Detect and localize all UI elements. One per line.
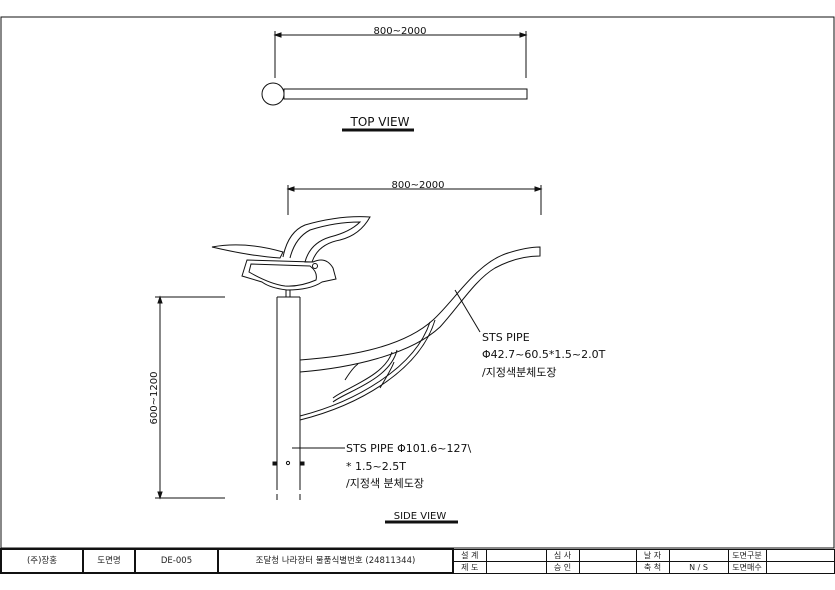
category-label: 도면구분 bbox=[727, 548, 767, 562]
post bbox=[276, 296, 301, 500]
post-note-line3: /지정색 분체도장 bbox=[346, 477, 424, 490]
scale-value: N / S bbox=[668, 560, 729, 574]
drawing-name-label: 도면명 bbox=[82, 548, 136, 574]
top-view bbox=[261, 31, 528, 132]
arm-note-line3: /지정색분체도장 bbox=[482, 366, 557, 379]
top-view-dimension: 800~2000 bbox=[374, 26, 427, 37]
post-rod bbox=[285, 289, 291, 298]
review-value bbox=[578, 548, 637, 562]
arm-brace bbox=[299, 319, 436, 421]
top-view-arm bbox=[283, 88, 528, 100]
top-view-title: TOP VIEW bbox=[349, 115, 409, 129]
title-block: (주)장홍 도면명 DE-005 조달청 나라장터 물품식별번호 (248113… bbox=[0, 548, 835, 574]
side-width-dimension: 800~2000 bbox=[392, 180, 445, 191]
sheets-label: 도면매수 bbox=[727, 560, 767, 574]
arm-pipe bbox=[299, 246, 541, 373]
scale-label: 축 척 bbox=[635, 560, 670, 574]
date-label: 날 자 bbox=[635, 548, 670, 562]
arm-leader-line bbox=[454, 289, 481, 333]
review-label: 심 사 bbox=[545, 548, 580, 562]
drawing-number: DE-005 bbox=[134, 548, 219, 574]
design-label: 설 계 bbox=[452, 548, 487, 562]
draft-value bbox=[485, 560, 547, 574]
approve-value bbox=[578, 560, 637, 574]
draft-label: 제 도 bbox=[452, 560, 487, 574]
post-note-line2: * 1.5~2.5T bbox=[346, 460, 406, 473]
arm-note-line1: STS PIPE bbox=[482, 331, 530, 344]
design-value bbox=[485, 548, 547, 562]
approve-label: 승 인 bbox=[545, 560, 580, 574]
date-value bbox=[668, 548, 729, 562]
top-view-ball bbox=[261, 82, 285, 106]
bird-body bbox=[241, 259, 337, 291]
sheets-value bbox=[765, 560, 835, 574]
side-view bbox=[155, 185, 543, 524]
arm-note-line2: Φ42.7~60.5*1.5~2.0T bbox=[482, 348, 606, 361]
bird-left-wing bbox=[211, 244, 284, 259]
drawing-title: 조달청 나라장터 물품식별번호 (24811344) bbox=[217, 548, 454, 574]
post-note-line1: STS PIPE Φ101.6~127\ bbox=[346, 442, 471, 455]
company-name: (주)장홍 bbox=[0, 548, 84, 574]
side-height-dimension: 600~1200 bbox=[149, 372, 160, 425]
side-view-title: SIDE VIEW bbox=[394, 511, 447, 522]
drawing-frame bbox=[0, 16, 835, 549]
bird-upper-wing bbox=[282, 216, 371, 263]
category-value bbox=[765, 548, 835, 562]
